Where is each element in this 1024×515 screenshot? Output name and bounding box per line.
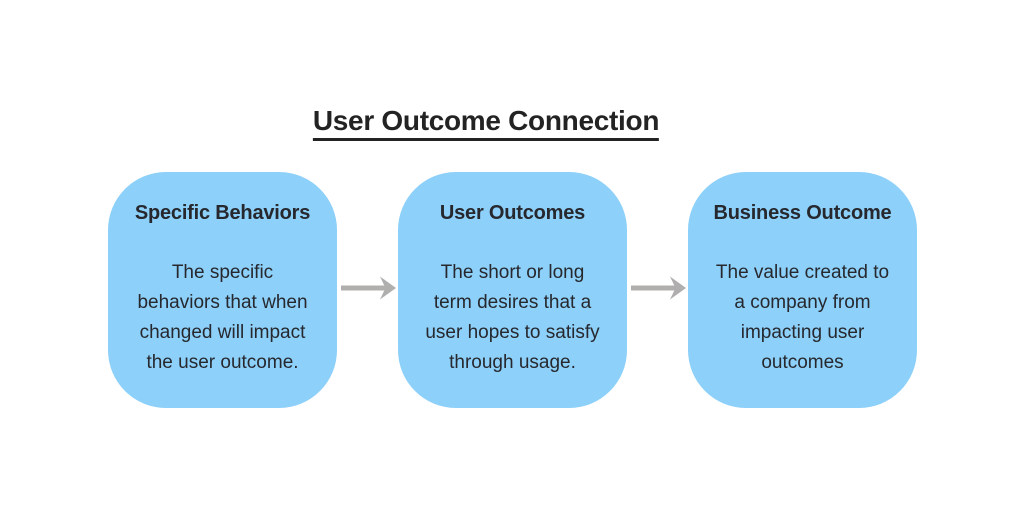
box-user-outcomes-description: The short or long term desires that a us… xyxy=(425,262,600,373)
box-specific-behaviors: Specific Behaviors The specific behavior… xyxy=(108,172,337,408)
box-business-outcome-description: The value created to a company from impa… xyxy=(715,262,890,373)
box-business-outcome: Business Outcome The value created to a … xyxy=(688,172,917,408)
right-arrow-icon xyxy=(341,276,396,300)
box-user-outcomes-heading: User Outcomes xyxy=(439,202,586,224)
right-arrow-icon xyxy=(631,276,686,300)
box-user-outcomes: User Outcomes The short or long term des… xyxy=(398,172,627,408)
box-business-outcome-heading: Business Outcome xyxy=(713,202,892,224)
box-specific-behaviors-description: The specific behaviors that when changed… xyxy=(137,262,308,373)
box-specific-behaviors-heading: Specific Behaviors xyxy=(134,202,311,224)
diagram-title: User Outcome Connection xyxy=(312,101,659,141)
diagram-title-text: User Outcome Connection xyxy=(312,107,659,141)
